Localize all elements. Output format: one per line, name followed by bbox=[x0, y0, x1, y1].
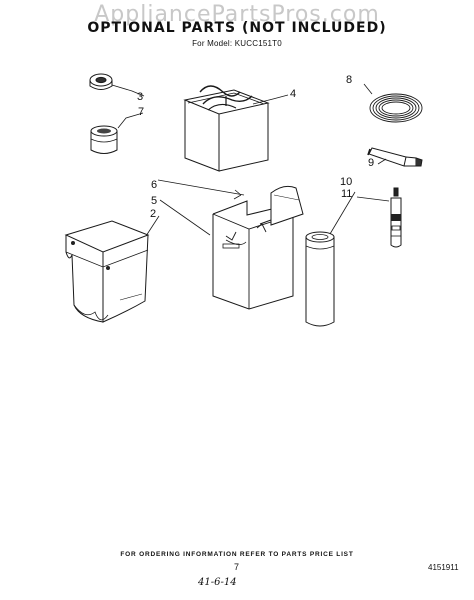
part-2-bag bbox=[64, 220, 150, 323]
part-10-spray-can bbox=[305, 231, 335, 327]
callout-6: 6 bbox=[151, 179, 158, 191]
page-title: OPTIONAL PARTS (NOT INCLUDED) bbox=[87, 20, 387, 36]
part-3-disc bbox=[89, 73, 113, 90]
part-7-jar bbox=[90, 125, 118, 154]
part-9-tube bbox=[367, 147, 423, 167]
callout-3: 3 bbox=[137, 91, 144, 103]
part-6-insert bbox=[270, 185, 304, 226]
callout-11: 11 bbox=[341, 188, 353, 200]
leader-lines bbox=[111, 83, 390, 237]
callout-10: 10 bbox=[340, 176, 353, 188]
page-number: 7 bbox=[234, 562, 240, 572]
callout-5: 5 bbox=[151, 195, 158, 207]
model-subtitle: For Model: KUCC151T0 bbox=[192, 39, 282, 48]
callout-2: 2 bbox=[150, 208, 157, 220]
callout-9: 9 bbox=[368, 157, 375, 169]
callout-8: 8 bbox=[346, 74, 353, 86]
ordering-note: FOR ORDERING INFORMATION REFER TO PARTS … bbox=[120, 551, 354, 558]
part-4-filter-box bbox=[183, 85, 270, 172]
document-number: 4151911 bbox=[428, 563, 459, 572]
part-11-bottle bbox=[390, 187, 402, 248]
part-8-coil bbox=[369, 93, 423, 123]
callout-4: 4 bbox=[290, 88, 297, 100]
handwritten-date: 41-6-14 bbox=[198, 577, 237, 588]
callout-7: 7 bbox=[138, 106, 145, 118]
